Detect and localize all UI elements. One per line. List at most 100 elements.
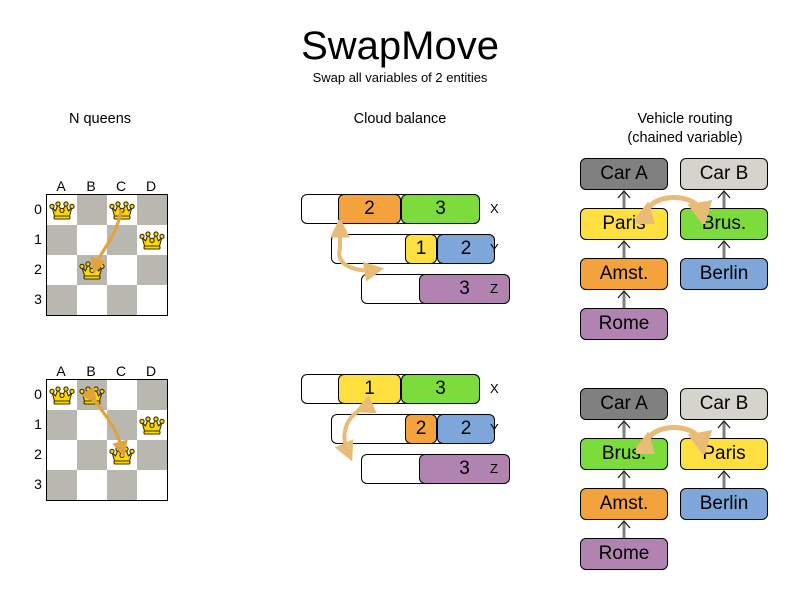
chess-cell-D2[interactable]	[137, 255, 167, 285]
chess-cell-D0[interactable]	[137, 195, 167, 225]
chess-cell-B0[interactable]	[77, 195, 107, 225]
chess-grid-before[interactable]	[46, 194, 168, 316]
chess-cell-A2[interactable]	[47, 255, 77, 285]
cloud-process-z-0-before[interactable]: 3	[419, 274, 510, 304]
cloud-row-label-y-after: Y	[490, 421, 499, 436]
page-title: SwapMove	[301, 24, 499, 68]
cloud-row-label-x-before: X	[490, 201, 499, 216]
vrp-customer-amst-after[interactable]: Amst.	[580, 488, 668, 520]
chess-col-label-c: C	[115, 363, 127, 379]
chess-row-label-0: 0	[34, 201, 42, 217]
vrp-customer-brus-after[interactable]: Brus.	[580, 438, 668, 470]
cloud-process-y-0-after[interactable]: 2	[405, 414, 437, 444]
chess-cell-D3[interactable]	[137, 285, 167, 315]
cloud-row-label-z-after: Z	[490, 461, 498, 476]
section-heading-cloud: Cloud balance	[353, 111, 447, 127]
chess-cell-B3[interactable]	[77, 285, 107, 315]
vrp-customer-paris-after[interactable]: Paris	[680, 438, 768, 470]
vrp-vehicle-car-a-before[interactable]: Car A	[580, 158, 668, 190]
vrp-customer-berlin-after[interactable]: Berlin	[680, 488, 768, 520]
chess-cell-C3[interactable]	[107, 285, 137, 315]
vrp-vehicle-car-b-before[interactable]: Car B	[680, 158, 768, 190]
vrp-chain-link-arrow-after	[717, 420, 731, 438]
cloud-process-x-1-after[interactable]: 3	[401, 374, 480, 404]
chess-cell-D2[interactable]	[137, 440, 167, 470]
chess-cell-B0[interactable]	[77, 380, 107, 410]
chess-cell-B3[interactable]	[77, 470, 107, 500]
cloud-process-x-1-before[interactable]: 3	[401, 194, 480, 224]
chess-cell-D1[interactable]	[137, 410, 167, 440]
vrp-chain-link-arrow-before	[717, 240, 731, 258]
cloud-process-y-1-before[interactable]: 2	[437, 234, 495, 264]
chess-cell-A2[interactable]	[47, 440, 77, 470]
chess-grid-after[interactable]	[46, 379, 168, 501]
chess-cell-B1[interactable]	[77, 225, 107, 255]
vrp-chain-link-arrow-before	[717, 190, 731, 208]
chess-row-label-1: 1	[34, 416, 42, 432]
vrp-chain-link-arrow-after	[617, 520, 631, 538]
chess-cell-C1[interactable]	[107, 410, 137, 440]
chess-col-label-d: D	[145, 178, 157, 194]
vrp-chain-link-arrow-before	[617, 240, 631, 258]
chess-cell-C0[interactable]	[107, 195, 137, 225]
vrp-vehicle-car-b-after[interactable]: Car B	[680, 388, 768, 420]
chess-cell-A3[interactable]	[47, 285, 77, 315]
chess-cell-D3[interactable]	[137, 470, 167, 500]
chess-cell-C1[interactable]	[107, 225, 137, 255]
vrp-customer-rome-before[interactable]: Rome	[580, 308, 668, 340]
chess-cell-A0[interactable]	[47, 195, 77, 225]
vrp-heading-line2: (chained variable)	[627, 130, 743, 146]
chess-cell-B2[interactable]	[77, 440, 107, 470]
chess-cell-A3[interactable]	[47, 470, 77, 500]
chess-cell-C3[interactable]	[107, 470, 137, 500]
chess-col-label-a: A	[56, 178, 66, 194]
cloud-row-label-x-after: X	[490, 381, 499, 396]
vrp-chain-link-arrow-before	[617, 290, 631, 308]
chess-cell-A1[interactable]	[47, 225, 77, 255]
chess-cell-C2[interactable]	[107, 255, 137, 285]
cloud-process-z-0-after[interactable]: 3	[419, 454, 510, 484]
chess-cell-D0[interactable]	[137, 380, 167, 410]
chess-row-label-3: 3	[34, 291, 42, 307]
chess-cell-B2[interactable]	[77, 255, 107, 285]
vrp-customer-berlin-before[interactable]: Berlin	[680, 258, 768, 290]
section-heading-vehicle-routing: Vehicle routing (chained variable)	[580, 110, 790, 148]
vrp-chain-link-arrow-after	[617, 420, 631, 438]
vrp-customer-paris-before[interactable]: Paris	[580, 208, 668, 240]
chess-col-label-b: B	[86, 178, 96, 194]
vrp-vehicle-car-a-after[interactable]: Car A	[580, 388, 668, 420]
chess-cell-A0[interactable]	[47, 380, 77, 410]
chess-row-label-2: 2	[34, 261, 42, 277]
page-subtitle: Swap all variables of 2 entities	[312, 70, 488, 85]
chess-cell-A1[interactable]	[47, 410, 77, 440]
vrp-customer-rome-after[interactable]: Rome	[580, 538, 668, 570]
chess-row-label-0: 0	[34, 386, 42, 402]
chess-row-label-3: 3	[34, 476, 42, 492]
chess-cell-D1[interactable]	[137, 225, 167, 255]
chess-row-label-1: 1	[34, 231, 42, 247]
chess-col-label-d: D	[145, 363, 157, 379]
vrp-chain-link-arrow-after	[717, 470, 731, 488]
vrp-customer-amst-before[interactable]: Amst.	[580, 258, 668, 290]
cloud-process-x-0-before[interactable]: 2	[338, 194, 401, 224]
vrp-chain-link-arrow-after	[617, 470, 631, 488]
section-heading-nqueens: N queens	[68, 111, 132, 127]
chess-col-label-c: C	[115, 178, 127, 194]
chess-row-label-2: 2	[34, 446, 42, 462]
vrp-customer-brus-before[interactable]: Brus.	[680, 208, 768, 240]
chess-cell-C2[interactable]	[107, 440, 137, 470]
chess-cell-C0[interactable]	[107, 380, 137, 410]
vrp-heading-line1: Vehicle routing	[637, 111, 733, 127]
cloud-process-x-0-after[interactable]: 1	[338, 374, 401, 404]
chess-cell-B1[interactable]	[77, 410, 107, 440]
cloud-row-label-y-before: Y	[490, 241, 499, 256]
cloud-process-y-1-after[interactable]: 2	[437, 414, 495, 444]
cloud-process-y-0-before[interactable]: 1	[405, 234, 437, 264]
